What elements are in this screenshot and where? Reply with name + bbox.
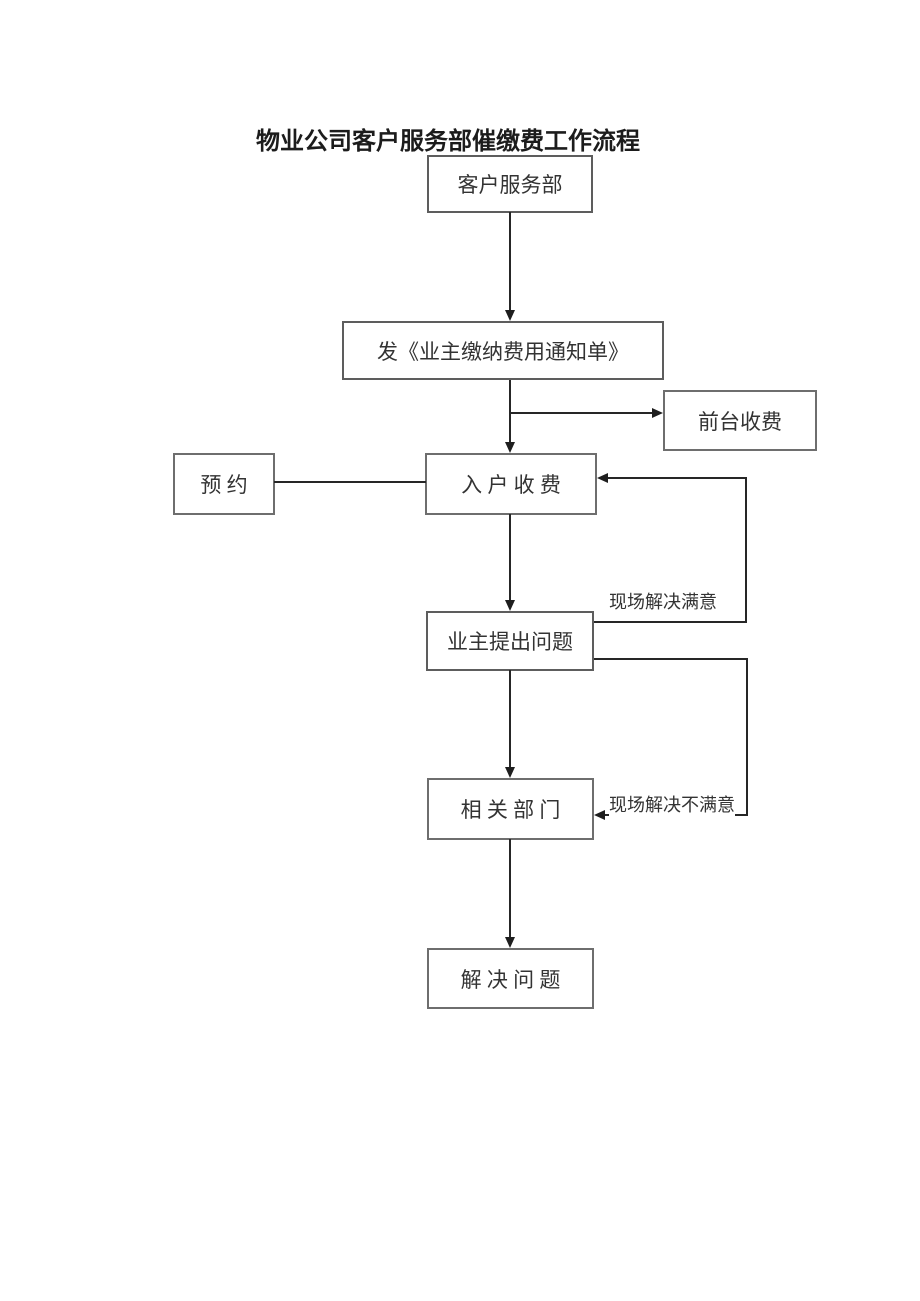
connector-notice-to-doorfee (509, 380, 511, 443)
edge-label-onsite-unsatisfied: 现场解决不满意 (609, 791, 735, 817)
node-owner-raises-issue: 业主提出问题 (426, 611, 594, 671)
node-door-to-door-fee: 入 户 收 费 (425, 453, 597, 515)
arrowhead-loop-unsatisfied-into-relateddept (594, 810, 605, 820)
connector-branch-to-frontdesk (509, 412, 653, 414)
node-solve-problem: 解 决 问 题 (427, 948, 594, 1009)
connector-loop-unsatisfied-top (594, 658, 748, 660)
arrowhead-into-relateddept (505, 767, 515, 778)
connector-loop-unsatisfied-vertical (746, 658, 748, 816)
arrowhead-into-notice (505, 310, 515, 321)
connector-loop-satisfied-vertical (745, 477, 747, 623)
connector-relateddept-to-solve (509, 839, 511, 938)
arrowhead-into-solve (505, 937, 515, 948)
arrowhead-into-doorfee (505, 442, 515, 453)
arrowhead-into-ownerissue (505, 600, 515, 611)
connector-doorfee-to-ownerissue (509, 514, 511, 601)
connector-appointment-to-doorfee (274, 481, 426, 483)
page-title: 物业公司客户服务部催缴费工作流程 (256, 128, 640, 155)
node-related-departments: 相 关 部 门 (427, 778, 594, 840)
connector-loop-satisfied-top (608, 477, 747, 479)
connector-dept-to-notice (509, 212, 511, 311)
node-customer-service-dept: 客户服务部 (427, 155, 593, 213)
connector-ownerissue-to-relateddept (509, 670, 511, 768)
node-appointment: 预 约 (173, 453, 275, 515)
edge-label-onsite-satisfied: 现场解决满意 (609, 588, 717, 614)
node-issue-payment-notice: 发《业主缴纳费用通知单》 (342, 321, 664, 380)
node-front-desk-fee: 前台收费 (663, 390, 817, 451)
arrowhead-loop-satisfied-into-doorfee (597, 473, 608, 483)
connector-loop-satisfied-bottom (594, 621, 747, 623)
arrowhead-into-frontdesk (652, 408, 663, 418)
